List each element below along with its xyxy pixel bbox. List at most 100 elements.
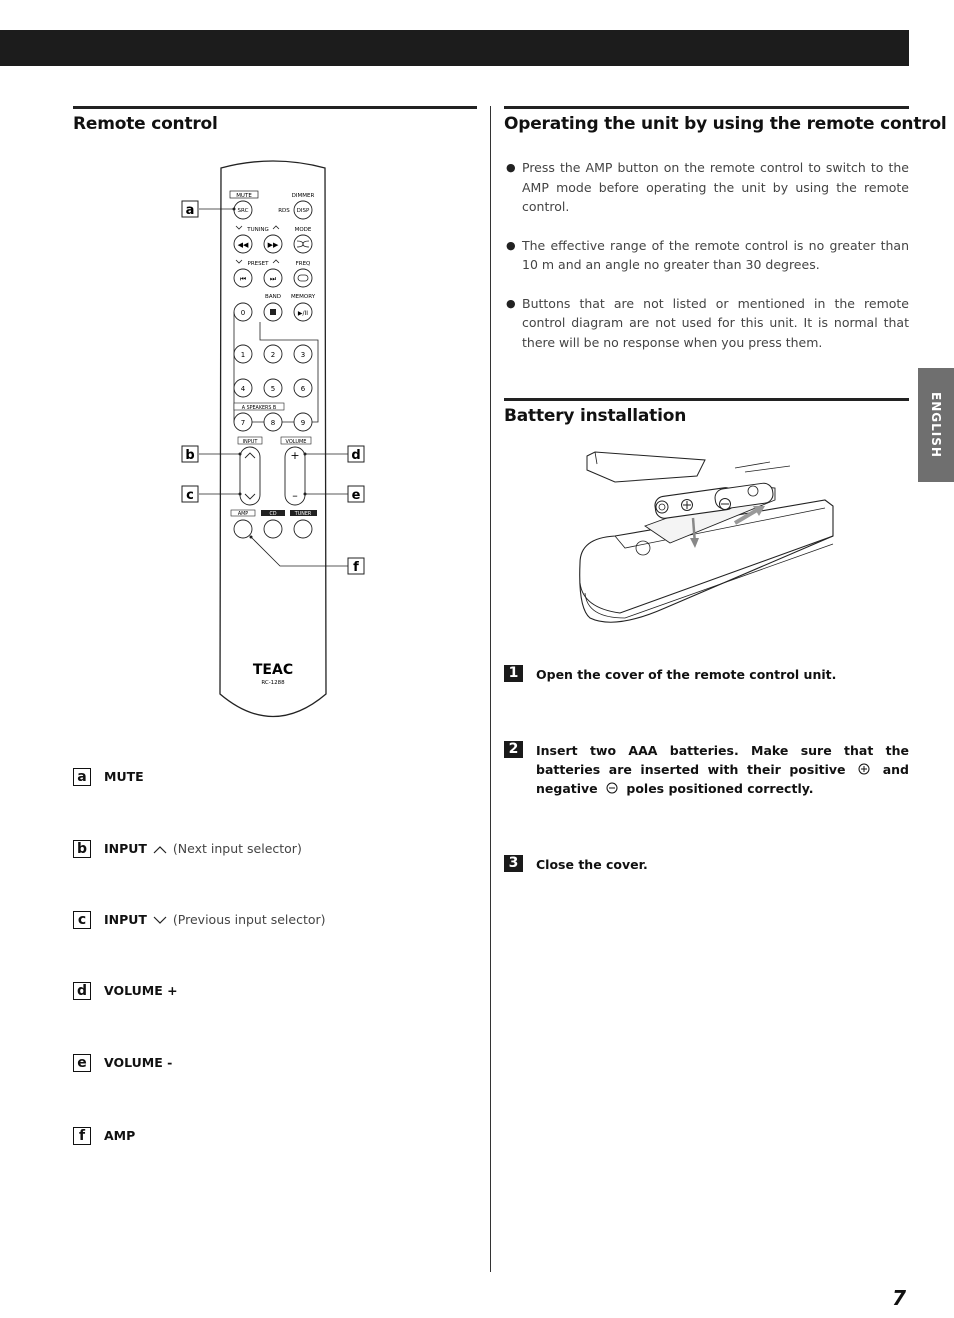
digit-8-button[interactable] (263, 412, 283, 432)
legend-desc-b: (Next input selector) (172, 841, 302, 856)
legend-name-e: VOLUME - (104, 1055, 173, 1070)
digit-4-button[interactable] (233, 378, 253, 398)
preset-label: PRESET (248, 261, 270, 267)
speakers-label: A SPEAKERS B (242, 405, 276, 411)
rds-label: RDS (278, 208, 290, 214)
svg-text:◀◀: ◀◀ (238, 241, 249, 249)
svg-text:–: – (292, 489, 298, 502)
tuner-label: TUNER (294, 511, 312, 517)
play-pause-button[interactable] (293, 302, 313, 322)
section-rule-operating (504, 106, 909, 109)
dimmer-label: DIMMER (292, 193, 315, 199)
freq-label: FREQ (296, 261, 311, 267)
svg-text:+: + (290, 449, 299, 462)
digit-6-button[interactable] (293, 378, 313, 398)
legend-item-c: c INPUT (Previous input selector) (73, 911, 473, 933)
band-label: BAND (265, 294, 281, 300)
legend-key-a: a (73, 768, 91, 786)
battery-heading: Battery installation (504, 406, 687, 426)
step-number: 1 (504, 665, 523, 682)
input-rocker[interactable] (239, 446, 261, 506)
digit-3-button[interactable] (293, 344, 313, 364)
memory-label: MEMORY (291, 294, 316, 300)
tuning-label: TUNING (246, 227, 269, 233)
legend-name-c: INPUT (104, 912, 147, 927)
svg-text:b: b (185, 448, 194, 463)
legend-item-d: d VOLUME + (73, 982, 473, 1004)
cd-button[interactable] (263, 519, 283, 539)
tuning-down-button[interactable] (233, 234, 253, 254)
svg-text:6: 6 (301, 385, 306, 393)
volume-label: VOLUME (286, 439, 307, 445)
operating-bullets: Press the AMP button on the remote contr… (504, 158, 909, 371)
svg-text:e: e (352, 488, 361, 503)
digit-9-button[interactable] (293, 412, 313, 432)
amp-button[interactable] (233, 519, 253, 539)
callout-b: b (181, 445, 199, 463)
legend-name-b: INPUT (104, 841, 147, 856)
freq-button[interactable] (293, 268, 313, 288)
mode-label: MODE (295, 227, 312, 233)
remote-control-heading: Remote control (73, 114, 218, 134)
legend-key-b: b (73, 840, 91, 858)
svg-text:4: 4 (241, 385, 246, 393)
cd-label: CD (269, 511, 276, 517)
svg-text:0: 0 (241, 309, 245, 317)
input-label: INPUT (243, 439, 259, 445)
legend-item-b: b INPUT (Next input selector) (73, 840, 473, 862)
callout-e: e (347, 485, 365, 503)
chevron-down-icon (153, 916, 167, 924)
step-1: 1 Open the cover of the remote control u… (504, 665, 909, 685)
svg-text:▶/II: ▶/II (298, 310, 308, 317)
digit-7-button[interactable] (233, 412, 253, 432)
remote-illustration: MUTE DIMMER SRC RDS DISP TUNING MODE ◀◀ … (181, 160, 365, 718)
svg-text:9: 9 (301, 419, 305, 427)
preset-up-button[interactable] (263, 268, 283, 288)
svg-text:5: 5 (271, 385, 275, 393)
mute-label: MUTE (236, 193, 252, 199)
language-tab-label: ENGLISH (929, 392, 943, 458)
preset-down-button[interactable] (233, 268, 253, 288)
section-rule-left (73, 106, 477, 109)
tuner-button[interactable] (293, 519, 313, 539)
volume-rocker[interactable] (284, 446, 306, 506)
digit-2-button[interactable] (263, 344, 283, 364)
operating-heading: Operating the unit by using the remote c… (504, 114, 947, 134)
svg-text:1: 1 (241, 351, 245, 359)
legend-key-c: c (73, 911, 91, 929)
legend-key-d: d (73, 982, 91, 1000)
svg-text:a: a (186, 203, 195, 218)
positive-icon (858, 763, 870, 775)
step-number: 3 (504, 855, 523, 872)
digit-1-button[interactable] (233, 344, 253, 364)
svg-text:2: 2 (271, 351, 275, 359)
step-3: 3 Close the cover. (504, 855, 909, 875)
legend-key-e: e (73, 1054, 91, 1072)
svg-text:7: 7 (241, 419, 245, 427)
battery-diagram (579, 451, 834, 623)
bullet-item: Press the AMP button on the remote contr… (504, 158, 909, 217)
remote-control-diagram: MUTE DIMMER SRC RDS DISP TUNING MODE ◀◀ … (176, 154, 376, 734)
bullet-item: Buttons that are not listed or mentioned… (504, 294, 909, 353)
legend-item-e: e VOLUME - (73, 1054, 473, 1076)
legend-key-f: f (73, 1127, 91, 1145)
legend-item-a: a MUTE (73, 768, 473, 790)
callout-d: d (347, 445, 365, 463)
digit-5-button[interactable] (263, 378, 283, 398)
bullet-item: The effective range of the remote contro… (504, 236, 909, 275)
svg-text:⏮: ⏮ (240, 275, 246, 283)
page-number: 7 (892, 1286, 906, 1310)
svg-text:8: 8 (271, 419, 275, 427)
legend-name-a: MUTE (104, 769, 144, 784)
column-divider (490, 106, 491, 1272)
legend-item-f: f AMP (73, 1127, 473, 1149)
header-bar (0, 30, 909, 66)
model-label: RC-1288 (261, 680, 285, 686)
legend-name-d: VOLUME + (104, 983, 178, 998)
disp-button[interactable] (293, 200, 313, 220)
step-2: 2 Insert two AAA batteries. Make sure th… (504, 741, 909, 801)
tuning-up-button[interactable] (263, 234, 283, 254)
battery-illustration (575, 448, 840, 633)
callout-c: c (181, 485, 199, 503)
callout-a: a (181, 200, 199, 218)
